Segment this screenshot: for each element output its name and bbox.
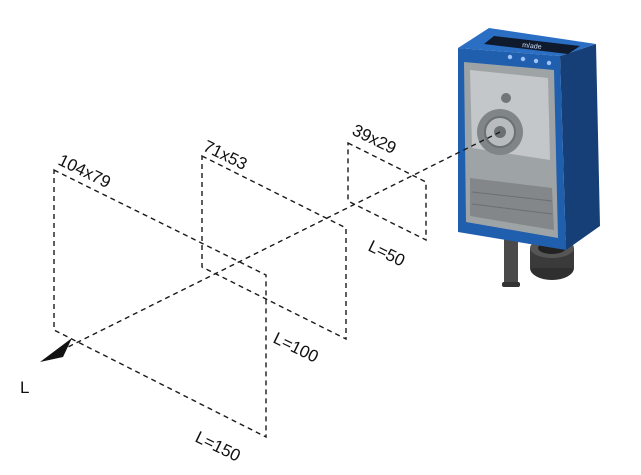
field-of-view-l150: 104x79 L=150 xyxy=(53,151,267,466)
device-status-strip xyxy=(484,36,580,54)
field-frame xyxy=(347,141,427,242)
status-led xyxy=(507,54,513,60)
axis-label: L xyxy=(20,378,29,397)
sensor-icon xyxy=(501,93,511,103)
field-size-label: 39x29 xyxy=(349,121,399,158)
field-distance-label: L=50 xyxy=(365,237,408,271)
field-frame xyxy=(53,168,267,439)
optical-axis-line xyxy=(65,131,501,349)
status-led xyxy=(546,60,552,66)
field-distance-label: L=150 xyxy=(192,428,243,466)
illuminator-panel xyxy=(470,178,554,230)
device-cable xyxy=(504,238,518,286)
field-of-view-l100: 71x53 L=100 xyxy=(200,137,347,367)
field-of-view-l50: 39x29 L=50 xyxy=(347,121,427,271)
field-distance-label: L=100 xyxy=(270,329,321,367)
status-led xyxy=(533,58,539,64)
barcode-reader-device: m/ade xyxy=(458,28,600,287)
field-size-label: 104x79 xyxy=(55,151,113,193)
field-frame xyxy=(201,154,347,341)
axis-arrow-icon xyxy=(40,338,72,362)
device-side-panel xyxy=(560,44,600,250)
field-size-label: 71x53 xyxy=(200,137,250,174)
device-brand-label: m/ade xyxy=(522,42,542,51)
status-led xyxy=(520,56,526,62)
